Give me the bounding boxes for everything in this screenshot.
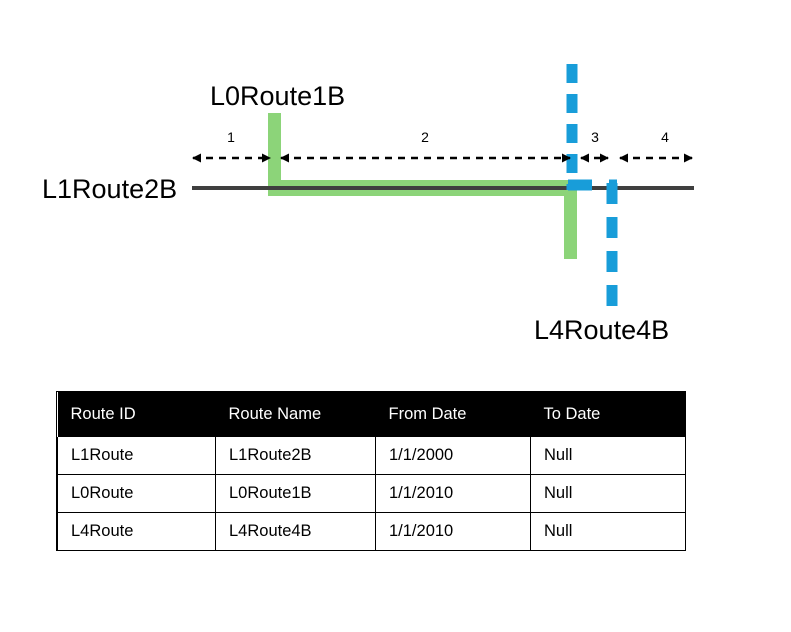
table-row: L1Route L1Route2B 1/1/2000 Null	[57, 437, 686, 475]
cell-to-date: Null	[530, 474, 686, 513]
cell-route-name: L0Route1B	[215, 474, 376, 513]
route-table: Route ID Route Name From Date To Date L1…	[57, 392, 686, 551]
cell-from-date: 1/1/2010	[375, 474, 531, 513]
segment-number-4: 4	[661, 129, 669, 145]
segment-number-3: 3	[591, 129, 599, 145]
cell-route-id: L4Route	[57, 512, 216, 551]
green-riser-left	[268, 113, 281, 193]
cell-to-date: Null	[530, 437, 686, 475]
cell-from-date: 1/1/2000	[375, 437, 531, 475]
table-header-row: Route ID Route Name From Date To Date	[57, 392, 686, 437]
column-header-route-id: Route ID	[57, 392, 216, 437]
cell-route-name: L1Route2B	[215, 437, 376, 475]
table-row: L4Route L4Route4B 1/1/2010 Null	[57, 512, 686, 551]
label-l1route2b: L1Route2B	[42, 174, 178, 204]
cell-route-id: L1Route	[57, 437, 216, 475]
column-header-route-name: Route Name	[215, 392, 376, 437]
segment-number-1: 1	[227, 129, 235, 145]
label-l4route4b: L4Route4B	[534, 315, 670, 345]
green-riser-right	[564, 188, 577, 259]
segment-number-2: 2	[421, 129, 429, 145]
cell-route-name: L4Route4B	[215, 512, 376, 551]
column-header-from-date: From Date	[375, 392, 531, 437]
cell-from-date: 1/1/2010	[375, 512, 531, 551]
label-l0route1b: L0Route1B	[210, 81, 346, 111]
column-header-to-date: To Date	[530, 392, 686, 437]
table-row: L0Route L0Route1B 1/1/2010 Null	[57, 474, 686, 513]
cell-route-id: L0Route	[57, 474, 216, 513]
cell-to-date: Null	[530, 512, 686, 551]
